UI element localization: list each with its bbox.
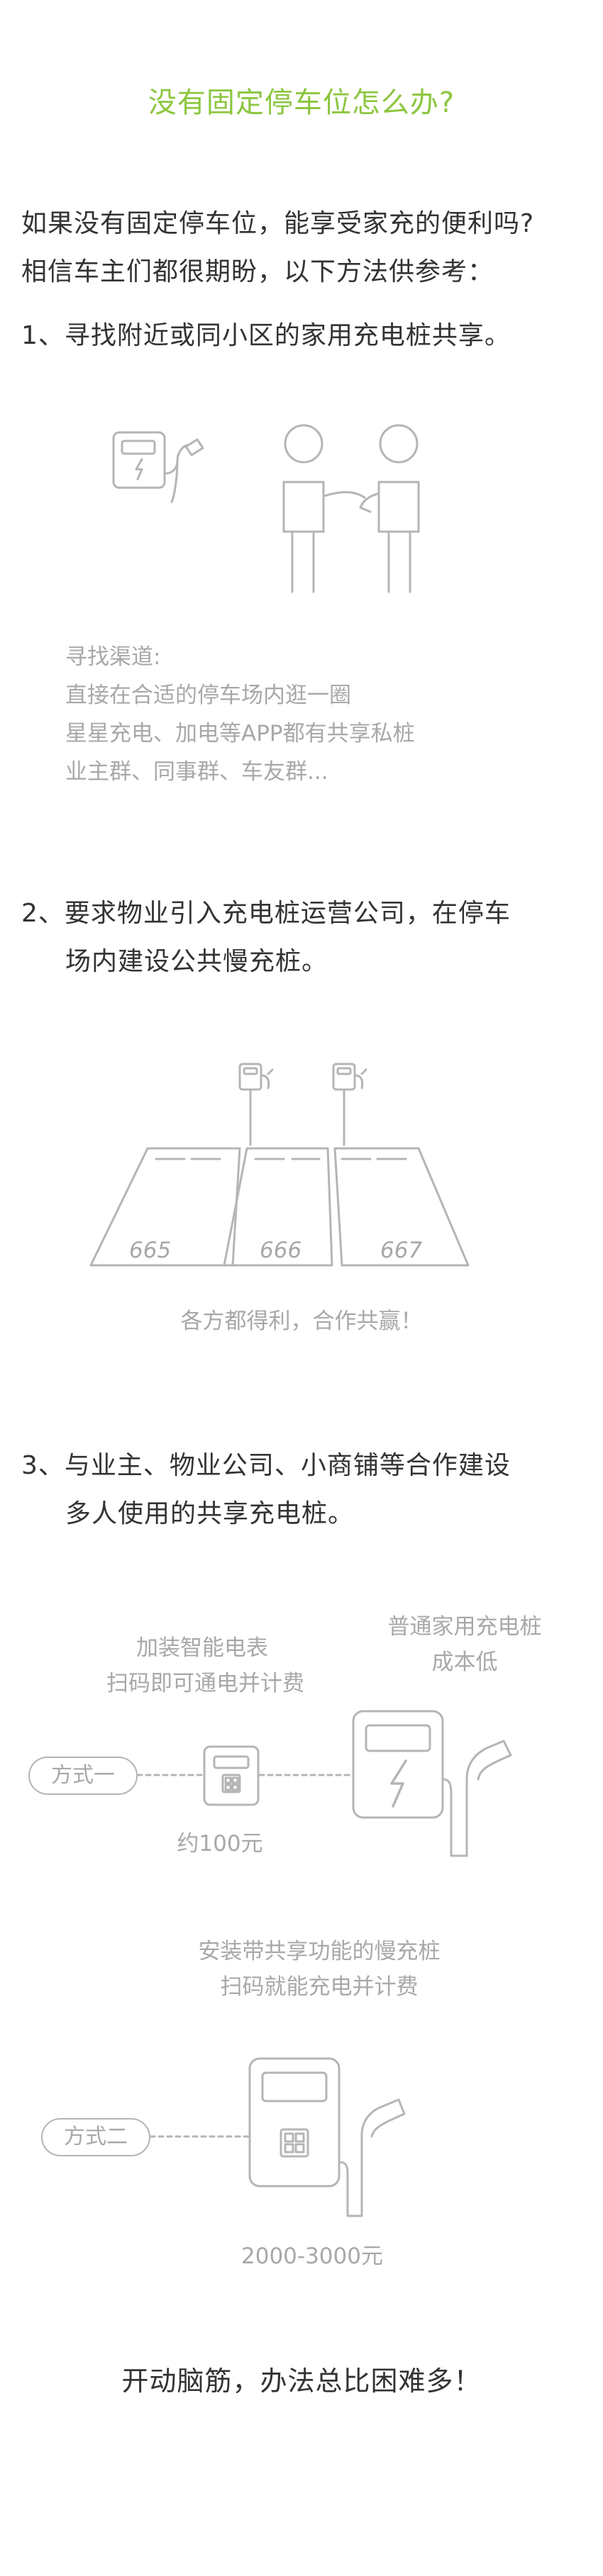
smart-meter-icon [203,1745,260,1806]
person-right-icon [359,424,420,593]
spot-number: 667 [380,1238,423,1263]
channels-list: 寻找渠道: 直接在合适的停车场内逛一圈 星星充电、加电等APP都有共享私桩 业主… [65,638,415,791]
section-1-heading-text: 1、寻找附近或同小区的家用充电桩共享。 [21,321,511,350]
shared-slow-charger-icon [248,2057,406,2217]
section-3-heading-line-2: 多人使用的共享充电桩。 [65,1499,355,1528]
section-2-heading-line-2: 场内建设公共慢充桩。 [65,947,328,976]
section-2-heading: 2、要求物业引入充电桩运营公司，在停车 场内建设公共慢充桩。 [21,890,511,986]
channels-label: 寻找渠道: [65,644,161,670]
intro-text: 如果没有固定停车位，能享受家充的便利吗? 相信车主们都很期盼，以下方法供参考： [21,200,534,296]
method-2-label-line-1: 安装带共享功能的慢充桩 [198,1939,441,1964]
charger-post-icon [332,1063,367,1146]
channel-item: 星星充电、加电等APP都有共享私桩 [65,721,415,746]
charger-post-icon [238,1063,274,1146]
parking-spot [223,1147,333,1267]
person-left-icon [282,424,366,593]
meter-label: 加装智能电表 扫码即可通电并计费 [106,1630,304,1701]
section-3-heading: 3、与业主、物业公司、小商铺等合作建设 多人使用的共享充电桩。 [21,1442,511,1538]
method-2-illustration [149,2057,406,2217]
method-2-label-line-2: 扫码就能充电并计费 [220,1974,419,2000]
page-title: 没有固定停车位怎么办? [148,86,455,119]
intro-line-2: 相信车主们都很期盼，以下方法供参考： [21,257,494,286]
channel-item: 业主群、同事群、车友群... [65,759,328,785]
method-2-price: 2000-3000元 [241,2244,383,2269]
intro-line-1: 如果没有固定停车位，能享受家充的便利吗? [21,209,535,238]
method-2-label: 安装带共享功能的慢充桩 扫码就能充电并计费 [170,1934,468,2005]
parking-lot-illustration [89,1063,470,1267]
section-2-caption: 各方都得利，合作共赢！ [180,1309,423,1334]
section-3-heading-line-1: 3、与业主、物业公司、小商铺等合作建设 [21,1451,511,1480]
method-1-pill: 方式一 [28,1757,138,1795]
meter-label-line-2: 扫码即可通电并计费 [106,1671,304,1696]
channel-item: 直接在合适的停车场内逛一圈 [65,683,351,708]
parking-spot [333,1147,470,1267]
wall-charger-icon [112,431,204,503]
home-charger-label-line-2: 成本低 [431,1650,498,1675]
home-charger-icon [352,1710,512,1857]
handshake-charger-illustration [112,424,420,593]
section-1-heading: 1、寻找附近或同小区的家用充电桩共享。 [21,312,511,360]
method-2-pill: 方式二 [41,2118,150,2156]
meter-label-line-1: 加装智能电表 [136,1635,268,1661]
spot-number: 665 [129,1238,172,1263]
method-1-illustration [136,1710,512,1857]
home-charger-label: 普通家用充电桩 成本低 [369,1609,560,1680]
method-1-price: 约100元 [177,1831,263,1857]
home-charger-label-line-1: 普通家用充电桩 [387,1614,542,1640]
spot-number: 666 [260,1238,302,1263]
closing-line: 开动脑筋，办法总比困难多！ [121,2365,482,2397]
section-2-heading-line-1: 2、要求物业引入充电桩运营公司，在停车 [21,899,511,928]
